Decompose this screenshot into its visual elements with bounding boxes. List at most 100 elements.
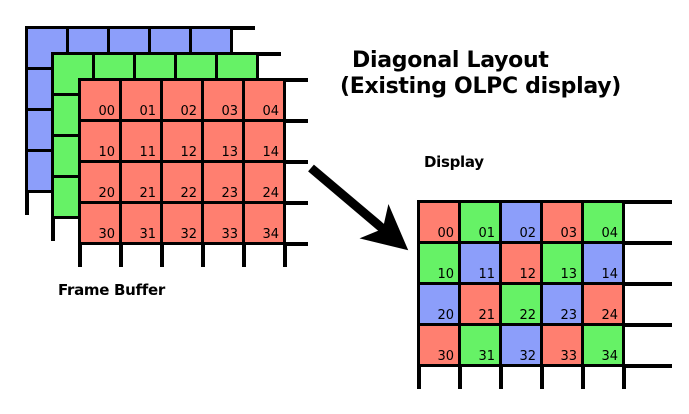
display-cell: 33 [540, 323, 584, 367]
frame-buffer-cell: 23 [201, 160, 245, 204]
frame-buffer-cell: 34 [242, 201, 286, 245]
display-cell: 34 [581, 323, 625, 367]
display-col-tick [499, 364, 503, 389]
frame-buffer-cell: 13 [201, 119, 245, 163]
blue-plane-tick [230, 26, 255, 30]
frame-buffer-cell-label: 21 [139, 186, 156, 201]
display-cell-label: 21 [478, 308, 495, 323]
display-cell: 31 [458, 323, 502, 367]
display-cell-label: 03 [560, 226, 577, 241]
frame-buffer-cell: 31 [119, 201, 163, 245]
display-cell: 03 [540, 200, 584, 244]
frame-buffer-cell: 21 [119, 160, 163, 204]
frame-buffer-cell: 01 [119, 78, 163, 122]
frame-buffer-cell-label: 31 [139, 227, 156, 242]
frame-buffer-row-tick [283, 201, 308, 205]
frame-buffer-cell-label: 22 [180, 186, 197, 201]
display-row-tick [622, 323, 672, 327]
frame-buffer-cell-label: 13 [221, 145, 238, 160]
display-cell-label: 02 [519, 226, 536, 241]
frame-buffer-cell-label: 04 [262, 104, 279, 119]
display-col-tick [417, 364, 421, 389]
display-cell: 01 [458, 200, 502, 244]
frame-buffer-cell: 00 [78, 78, 122, 122]
display-col-tick [458, 364, 462, 389]
frame-buffer-cell-label: 32 [180, 227, 197, 242]
frame-buffer-cell: 14 [242, 119, 286, 163]
display-cell-label: 01 [478, 226, 495, 241]
blue-plane-tick [25, 190, 29, 215]
frame-buffer-cell-label: 20 [98, 186, 115, 201]
frame-buffer-row-tick [283, 78, 308, 82]
frame-buffer-cell-label: 33 [221, 227, 238, 242]
display-cell: 13 [540, 241, 584, 285]
frame-buffer-cell: 10 [78, 119, 122, 163]
frame-buffer-cell: 30 [78, 201, 122, 245]
frame-buffer-cell-label: 02 [180, 104, 197, 119]
frame-buffer-cell: 22 [160, 160, 204, 204]
page-title-line1: Diagonal Layout [352, 48, 549, 73]
frame-buffer-cell-label: 12 [180, 145, 197, 160]
display-cell-label: 34 [601, 349, 618, 364]
frame-buffer-cell: 12 [160, 119, 204, 163]
display-cell-label: 12 [519, 267, 536, 282]
display-cell-label: 30 [437, 349, 454, 364]
frame-buffer-cell-label: 23 [221, 186, 238, 201]
display-cell: 30 [417, 323, 461, 367]
display-cell: 23 [540, 282, 584, 326]
frame-buffer-cell: 32 [160, 201, 204, 245]
frame-buffer-cell: 24 [242, 160, 286, 204]
display-caption: Display [424, 153, 484, 171]
display-row-tick [622, 241, 672, 245]
display-cell-label: 23 [560, 308, 577, 323]
frame-buffer-col-tick [160, 242, 164, 267]
display-cell: 00 [417, 200, 461, 244]
display-cell-label: 33 [560, 349, 577, 364]
display-cell: 11 [458, 241, 502, 285]
frame-buffer-cell: 11 [119, 119, 163, 163]
page-title-line2: (Existing OLPC display) [340, 74, 622, 99]
display-cell: 04 [581, 200, 625, 244]
display-cell-label: 04 [601, 226, 618, 241]
frame-buffer-row-tick [283, 119, 308, 123]
display-cell: 32 [499, 323, 543, 367]
frame-buffer-cell-label: 01 [139, 104, 156, 119]
display-cell-label: 22 [519, 308, 536, 323]
display-cell-label: 32 [519, 349, 536, 364]
frame-buffer-col-tick [119, 242, 123, 267]
frame-buffer-cell: 03 [201, 78, 245, 122]
frame-buffer-cell: 02 [160, 78, 204, 122]
frame-buffer-cell-label: 00 [98, 104, 115, 119]
frame-buffer-col-tick [242, 242, 246, 267]
display-row-tick [622, 200, 672, 204]
green-plane-tick [256, 52, 281, 56]
frame-buffer-cell: 04 [242, 78, 286, 122]
display-cell: 24 [581, 282, 625, 326]
display-cell-label: 13 [560, 267, 577, 282]
frame-buffer-row-tick [283, 160, 308, 164]
display-cell-label: 24 [601, 308, 618, 323]
green-plane-tick [51, 216, 55, 241]
display-col-tick [622, 364, 626, 389]
transform-arrow [300, 155, 410, 255]
display-cell-label: 14 [601, 267, 618, 282]
frame-buffer-row-tick [283, 242, 308, 246]
display-cell: 21 [458, 282, 502, 326]
frame-buffer-cell: 33 [201, 201, 245, 245]
frame-buffer-cell-label: 14 [262, 145, 279, 160]
display-cell: 14 [581, 241, 625, 285]
frame-buffer-col-tick [78, 242, 82, 267]
frame-buffer-cell-label: 30 [98, 227, 115, 242]
display-cell-label: 10 [437, 267, 454, 282]
display-col-tick [581, 364, 585, 389]
frame-buffer-caption: Frame Buffer [58, 281, 165, 299]
display-row-tick [622, 282, 672, 286]
frame-buffer-cell: 20 [78, 160, 122, 204]
frame-buffer-cell-label: 10 [98, 145, 115, 160]
frame-buffer-col-tick [283, 242, 287, 267]
display-cell: 12 [499, 241, 543, 285]
frame-buffer-cell-label: 11 [139, 145, 156, 160]
frame-buffer-cell-label: 03 [221, 104, 238, 119]
frame-buffer-col-tick [201, 242, 205, 267]
